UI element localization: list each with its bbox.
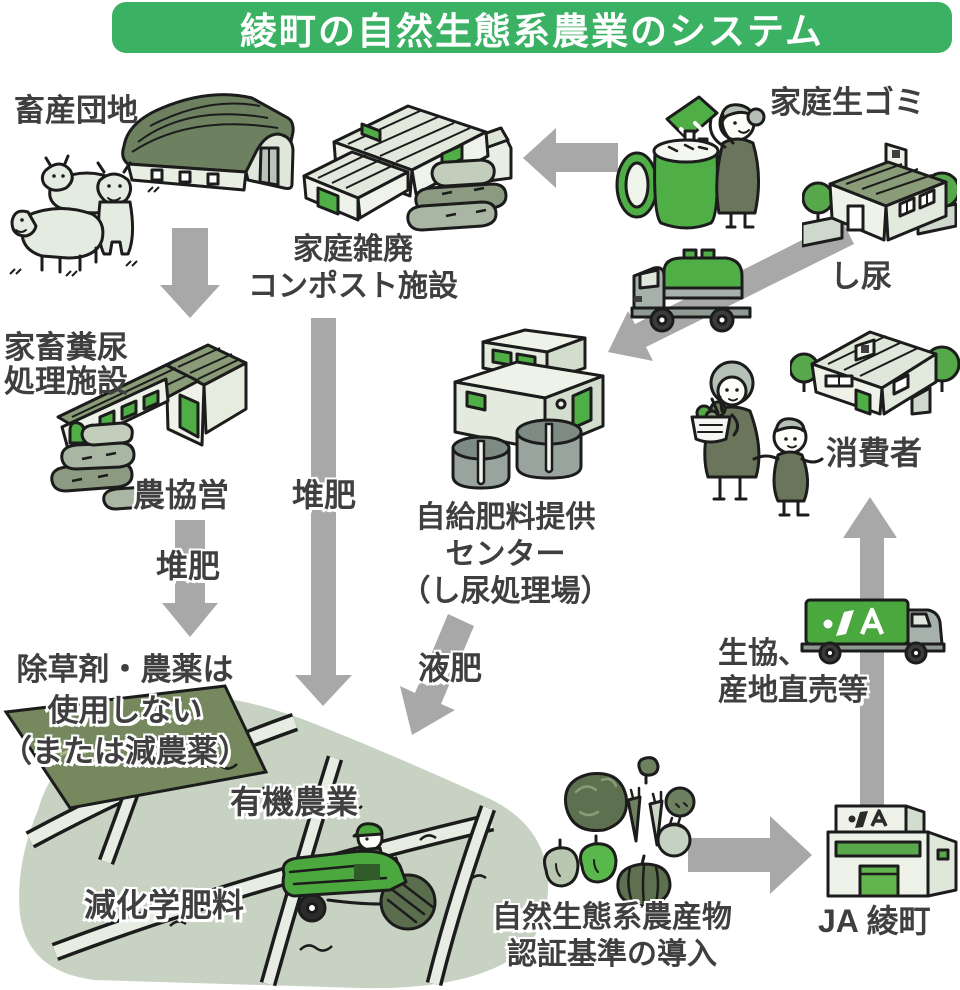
label-compost-facility-line2: コンポスト施設 [248, 270, 458, 303]
person-composting-illustration [615, 95, 766, 230]
tractor-illustration [281, 822, 437, 931]
label-coop-sales: 生協、 産地直売等 [718, 635, 868, 709]
cows-illustration [9, 154, 160, 277]
arrow-compost-to-field [295, 318, 352, 706]
label-reduced-chemical: 減化学肥料 [84, 887, 245, 923]
arrow-waste-to-compost [523, 128, 618, 188]
label-no-pesticide-line2: 使用しない [47, 693, 203, 728]
arrow-liquid-fertilizer-to-field [400, 614, 474, 735]
label-coop-sales-line2: 産地直売等 [718, 674, 868, 707]
night-soil-house-illustration [802, 142, 957, 248]
consumer-house-illustration [790, 330, 960, 416]
page-title: 綾町の自然生態系農業のシステム [240, 10, 824, 52]
arrow-manure-compost-to-field [162, 520, 218, 637]
consumer-family-illustration [690, 360, 824, 517]
label-manure-facility-line1: 家畜糞尿 [4, 330, 128, 365]
dark-field-patch [3, 684, 269, 810]
label-certification-line1: 自然生態系農産物 [492, 901, 732, 934]
label-fertilizer-center: 自給肥料提供 センター （し尿処理場） [388, 499, 623, 610]
label-manure-facility: 家畜糞尿 処理施設 [4, 331, 128, 399]
label-coop-sales-line1: 生協、 [718, 637, 808, 670]
label-compost-flow-left: 堆肥 [156, 548, 221, 584]
label-liquid-fertilizer: 液肥 [418, 650, 483, 686]
label-no-pesticide: 除草剤・農薬は 使用しない （または減農薬） [0, 649, 250, 772]
label-fertilizer-center-line3: （し尿処理場） [400, 575, 611, 608]
arrow-ja-to-consumer [843, 497, 897, 812]
compost-facility-illustration [302, 104, 513, 232]
label-fertilizer-center-line1: 自給肥料提供 [415, 501, 596, 534]
label-household-waste: 家庭生ゴミ [770, 85, 925, 120]
label-certification: 自然生態系農産物 認証基準の導入 [478, 899, 746, 973]
label-manure-facility-line2: 処理施設 [4, 364, 128, 399]
label-consumer: 消費者 [826, 435, 923, 471]
vacuum-truck-illustration [630, 248, 752, 333]
livestock-barn-illustration [121, 93, 295, 192]
label-ja-aya: JA 綾町 [818, 903, 931, 939]
label-organic-farming: 有機農業 [230, 784, 359, 820]
label-certification-line2: 認証基準の導入 [507, 938, 717, 971]
ja-truck-illustration [800, 598, 946, 665]
label-fertilizer-center-line2: センター [445, 538, 566, 571]
label-night-soil: し尿 [830, 259, 892, 294]
label-livestock: 畜産団地 [14, 93, 138, 128]
arrow-produce-to-ja [688, 816, 812, 894]
farm-field-illustration [3, 684, 549, 989]
title-bar: 綾町の自然生態系農業のシステム [112, 2, 952, 53]
fertilizer-center-illustration [451, 328, 605, 490]
ja-building-illustration [826, 804, 958, 898]
label-compost-facility-line1: 家庭雑廃 [293, 233, 413, 266]
arrow-livestock-to-manure-facility [160, 228, 220, 318]
label-no-pesticide-line3: （または減農薬） [1, 734, 249, 769]
label-compost-facility: 家庭雑廃 コンポスト施設 [238, 231, 468, 305]
manure-facility-illustration [50, 343, 248, 511]
label-no-pesticide-line1: 除草剤・農薬は [16, 652, 234, 687]
vegetables-illustration [543, 756, 696, 908]
label-compost-flow-center: 堆肥 [292, 477, 357, 513]
label-coop-operated: 農協営 [133, 477, 230, 513]
